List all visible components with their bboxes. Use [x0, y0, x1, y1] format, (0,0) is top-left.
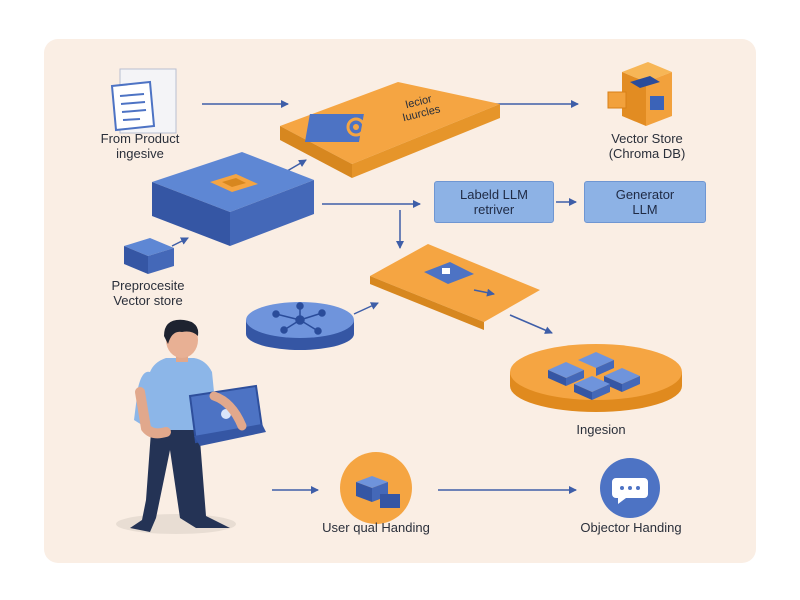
vector-store-top-label: Vector Store (Chroma DB) [608, 131, 686, 161]
laptop-icon [188, 384, 266, 446]
user-handling-label: User qual Handing [322, 520, 430, 535]
arrow-small-block [171, 237, 189, 247]
preprocess-label: Preprocesite Vector store [111, 278, 185, 308]
cubes-icon [548, 352, 640, 400]
arrow-network-to-processor [353, 302, 379, 315]
center-top-slab [280, 82, 500, 178]
processor-chip-icon [424, 262, 474, 284]
user-handling-icon [340, 452, 412, 524]
generator-box[interactable]: Generator LLM [584, 181, 706, 223]
objector-handling-label: Objector Handing [580, 520, 682, 535]
document-icon [110, 68, 177, 134]
chat-bubble-icon [600, 458, 660, 518]
ingestion-disk [510, 344, 682, 412]
network-node-icon [246, 302, 354, 350]
chip-icon [210, 174, 258, 192]
gear-icon [304, 114, 366, 142]
retriever-box[interactable]: Labeld LLM retriver [434, 181, 554, 223]
person-illustration [116, 319, 266, 534]
database-block-icon [152, 152, 314, 246]
ingest-label: From Product ingesive [100, 131, 180, 161]
vector-store-cube-icon [607, 62, 672, 126]
ingestion-label: Ingesion [576, 422, 626, 437]
processor-slab [370, 244, 540, 330]
arrow-processor-to-cubes [509, 314, 553, 334]
small-block-icon [124, 238, 174, 274]
